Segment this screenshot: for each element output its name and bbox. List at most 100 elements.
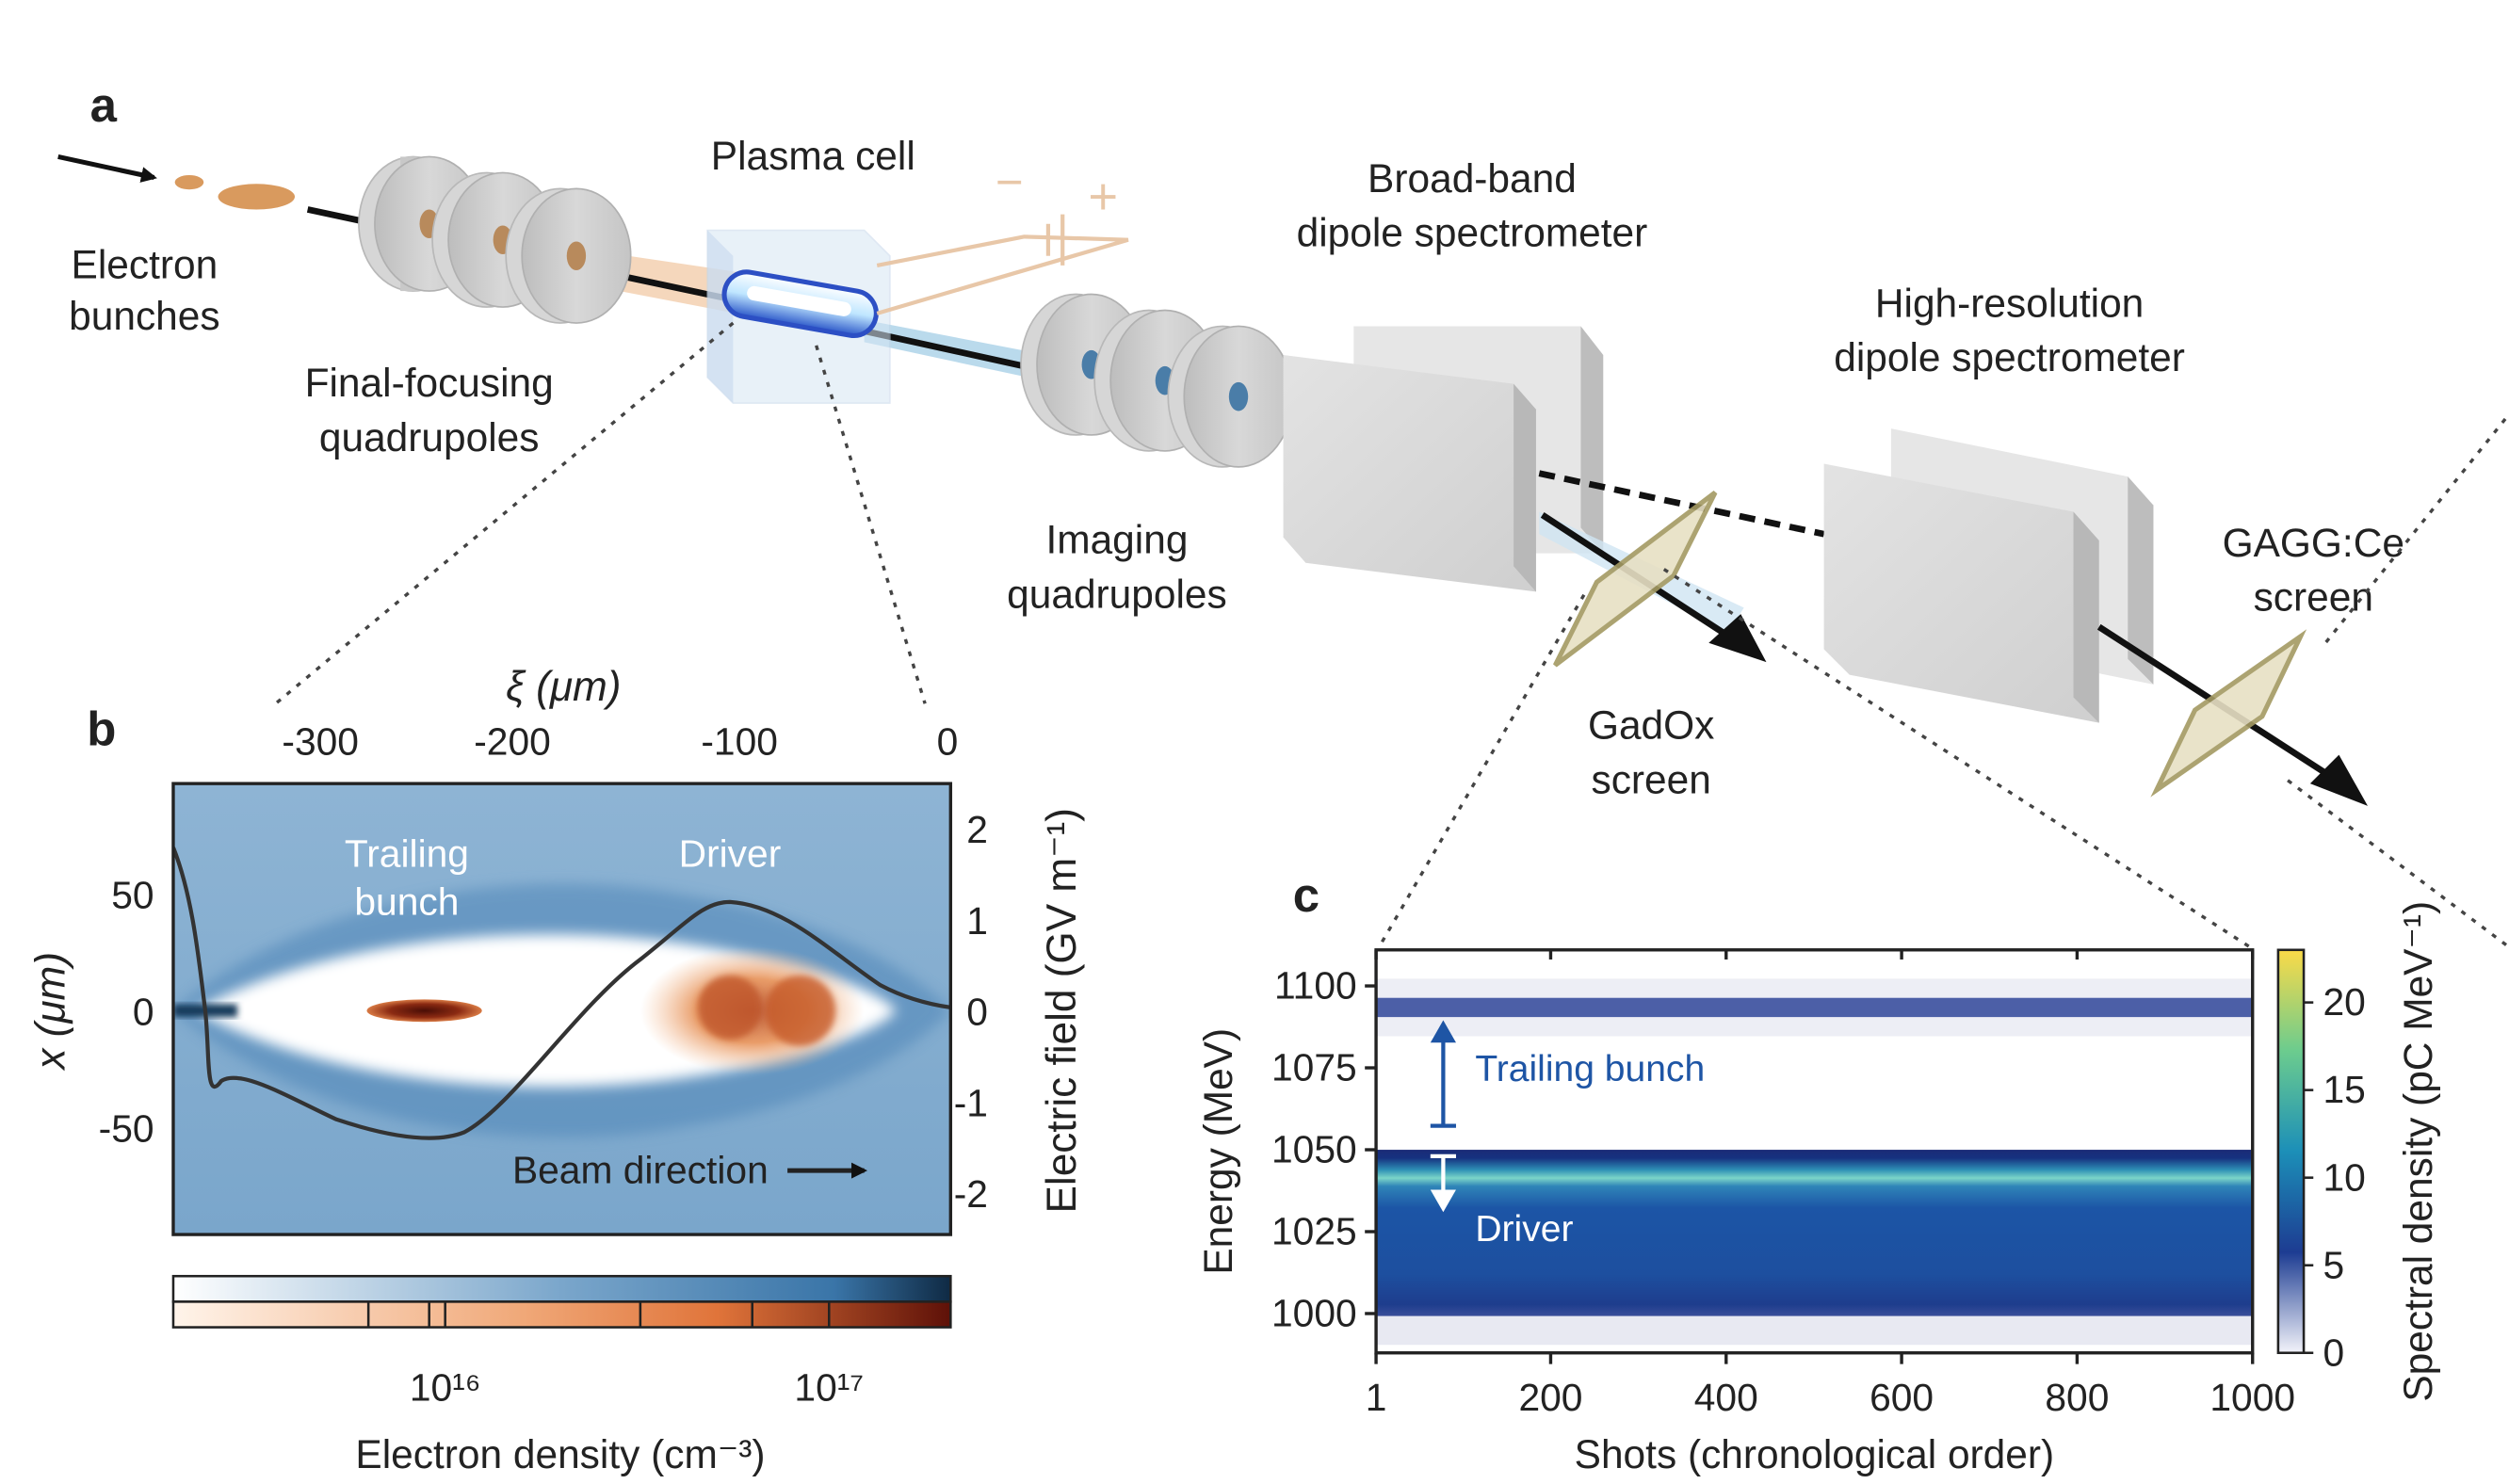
incoming-beam-arrow (57, 153, 157, 183)
c-ytick-label: 1100 (1274, 964, 1357, 1008)
c-ytick-label: 1075 (1271, 1046, 1357, 1089)
svg-text:GadOx: GadOx (1588, 703, 1714, 748)
svg-text:dipole spectrometer: dipole spectrometer (1297, 211, 1648, 255)
left-axis-ticks: 50 0 -50 (99, 874, 154, 1151)
right-tick: -1 (954, 1081, 988, 1124)
label-gagg-screen: GAGG:Ce screen (2223, 521, 2404, 620)
left-tick: 50 (111, 874, 154, 917)
c-xtick-label: 1000 (2210, 1376, 2295, 1419)
c-xtick-label: 200 (1518, 1376, 1582, 1419)
c-colorbar-tick-label: 15 (2323, 1068, 2365, 1111)
trailing-bunch (366, 999, 482, 1023)
svg-text:Broad-band: Broad-band (1368, 156, 1577, 201)
top-axis-label: ξ (μm) (506, 664, 621, 710)
svg-text:dipole spectrometer: dipole spectrometer (1834, 335, 2185, 379)
power-plus-sign: + (1088, 169, 1118, 226)
left-tick: -50 (99, 1107, 154, 1151)
top-axis-ticks: -300 -200 -100 0 (282, 720, 958, 764)
trailing-bunch-band (1376, 997, 2253, 1018)
colorbar-plasma (171, 1274, 952, 1303)
right-tick: 2 (966, 808, 988, 851)
gadox-screen (1552, 491, 1718, 668)
svg-text:Trailing: Trailing (345, 831, 469, 875)
panel-b-letter: b (87, 702, 116, 755)
deflected-beam-arrowhead (1708, 614, 1767, 663)
label-electron-bunches: Electron bunches (69, 243, 219, 338)
label-broadband-dipole: Broad-band dipole spectrometer (1297, 156, 1648, 255)
dashed-beam (1538, 470, 1825, 538)
svg-text:GAGG:Ce: GAGG:Ce (2223, 521, 2404, 565)
electric-field-curve (172, 847, 951, 1140)
svg-text:screen: screen (1591, 757, 1710, 801)
highres-dipole (1823, 428, 2154, 723)
gagg-screen (2150, 629, 2307, 798)
panel-b-frame (171, 782, 953, 1236)
svg-text:bunches: bunches (69, 294, 219, 338)
power-supply-circuit (876, 214, 1129, 315)
svg-text:High-resolution: High-resolution (1875, 281, 2144, 325)
panel-c: c Trailing bunch Driver Energy (MeV) 110… (1196, 868, 2440, 1476)
trailing-bunch-label: Trailing bunch (345, 831, 469, 923)
trailing-bunch-annotation: Trailing bunch (1475, 1049, 1705, 1089)
colorbar-ticks (366, 1301, 831, 1328)
panel-c-frame (1374, 948, 2255, 1355)
c-colorbar-label: Spectral density (pC MeV⁻¹) (2396, 901, 2440, 1402)
highres-exit-arrowhead (2309, 754, 2368, 806)
c-colorbar-tick-label: 20 (2323, 980, 2365, 1024)
svg-text:Final-focusing: Final-focusing (305, 361, 554, 405)
right-tick: 1 (966, 899, 988, 943)
c-xtick-label: 400 (1694, 1376, 1758, 1419)
driver-tail (1376, 1315, 2253, 1346)
left-axis-label: x (μm) (27, 952, 73, 1072)
driver-band (1376, 1150, 2253, 1316)
driver-bunch-core-1 (698, 975, 762, 1040)
electron-bunch-small (174, 174, 204, 190)
svg-text:bunch: bunch (354, 879, 459, 923)
label-plasma-cell: Plasma cell (711, 134, 915, 178)
driver-annotation: Driver (1475, 1209, 1573, 1250)
power-minus-sign: − (996, 155, 1024, 209)
driver-arrowhead (1430, 1189, 1456, 1213)
c-ylabel: Energy (MeV) (1196, 1028, 1240, 1275)
c-xlabel: Shots (chronological order) (1575, 1432, 2055, 1476)
imaging-quadrupoles (1020, 293, 1294, 468)
label-highres-dipole: High-resolution dipole spectrometer (1834, 281, 2185, 379)
beam-direction-label: Beam direction (512, 1149, 769, 1192)
right-axis-ticks: 2 1 0 -1 -2 (954, 808, 988, 1216)
colorbar-tick-1e17: 10¹⁷ (794, 1366, 864, 1410)
left-tick: 0 (133, 991, 154, 1034)
top-tick: -300 (282, 720, 359, 764)
spectrum-heatmap (1376, 949, 2253, 1353)
plasma-cell (706, 229, 891, 404)
c-colorbar-tick-label: 5 (2323, 1243, 2344, 1286)
top-tick: -100 (701, 720, 778, 764)
svg-text:Electron: Electron (72, 243, 219, 287)
top-tick: 0 (937, 720, 959, 764)
right-tick: 0 (966, 991, 988, 1034)
top-tick: -200 (474, 720, 551, 764)
zoom-dotted-lines (274, 321, 2509, 948)
driver-label: Driver (679, 831, 782, 875)
right-tick: -2 (954, 1172, 988, 1216)
panel-c-letter: c (1293, 868, 1319, 922)
final-focusing-quadrupoles (358, 155, 632, 324)
svg-text:quadrupoles: quadrupoles (319, 415, 540, 460)
panel-a: a (57, 78, 2509, 948)
broadband-dipole (1283, 326, 1604, 592)
electron-bunch-large (218, 184, 296, 210)
trailing-arrowhead (1430, 1020, 1456, 1043)
c-colorbar-tick-label: 10 (2323, 1155, 2365, 1199)
label-final-focusing: Final-focusing quadrupoles (305, 361, 554, 460)
svg-text:screen: screen (2254, 575, 2373, 620)
c-ytick-label: 1025 (1271, 1210, 1357, 1253)
c-colorbar (2276, 948, 2306, 1355)
c-xtick-label: 800 (2045, 1376, 2109, 1419)
colorbar-label: Electron density (cm⁻³) (355, 1432, 765, 1476)
label-imaging-quadrupoles: Imaging quadrupoles (1007, 518, 1227, 617)
c-xtick-label: 600 (1870, 1376, 1934, 1419)
panel-a-letter: a (90, 78, 118, 132)
